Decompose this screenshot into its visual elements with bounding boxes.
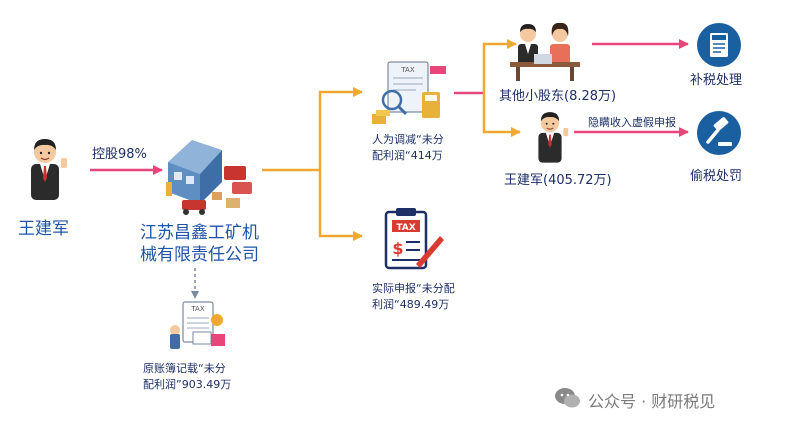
businessman-icon [31, 139, 67, 200]
ledger-tax-icon: TAX [170, 301, 225, 349]
adjust-label-line2: 配利润“414万 [372, 149, 443, 162]
declared-label-line2: 利润“489.49万 [372, 298, 450, 311]
svg-text:$: $ [392, 239, 403, 258]
declare-tax-text: TAX [396, 223, 415, 233]
businessman-right-icon [538, 112, 569, 163]
arrow-company-split [262, 87, 363, 172]
wechat-icon [555, 388, 580, 408]
tax-make-up-label: 补税处理 [690, 73, 743, 88]
arrow-company-to-declared [318, 170, 363, 241]
adjust-tax-text: TAX [400, 66, 415, 74]
tax-declare-icon: TAX $ [384, 208, 444, 270]
arrow-to-owner-right [482, 93, 521, 137]
holding-edge-label: 控股98% [92, 147, 147, 162]
declared-label-line1: 实际申报“未分配 [372, 282, 455, 295]
conceal-edge-label: 隐瞒收入虚假申报 [588, 116, 676, 129]
factory-icon [166, 140, 252, 215]
minority-label: 其他小股东(8.28万) [499, 89, 617, 104]
company-label-line1: 江苏昌鑫工矿机 [140, 223, 259, 243]
adjust-label-line1: 人为调减“未分 [372, 133, 444, 146]
company-label-line2: 械有限责任公司 [140, 245, 259, 265]
arrow-to-minority [482, 39, 517, 93]
owner-right-label: 王建军(405.72万) [504, 173, 612, 188]
ledger-label-line1: 原账簿记载“未分 [143, 362, 226, 375]
shareholders-icon [510, 22, 580, 81]
tax-document-icon [697, 23, 741, 67]
tax-adjust-icon: TAX [372, 61, 446, 124]
tax-evasion-label: 偷税处罚 [690, 169, 743, 184]
ledger-tax-text: TAX [190, 305, 205, 313]
gavel-icon [697, 111, 741, 155]
owner-left-label: 王建军 [18, 219, 69, 239]
ledger-label-line2: 配利润”903.49万 [143, 378, 232, 391]
watermark-text: 公众号 · 财研税见 [588, 392, 716, 411]
